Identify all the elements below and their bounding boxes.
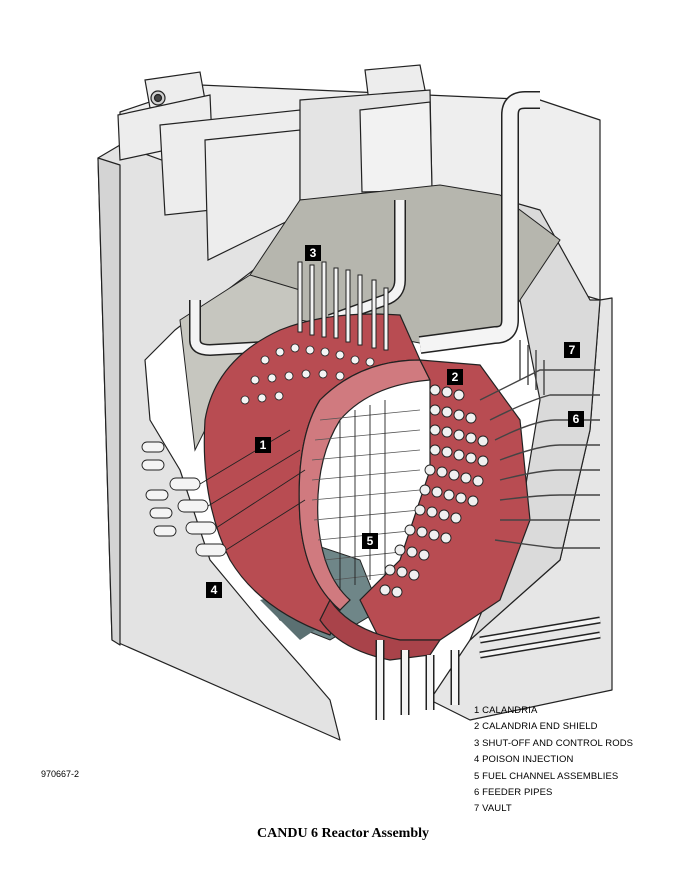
legend-item-control-rods: 3 SHUT-OFF AND CONTROL RODS — [474, 737, 634, 749]
vent-pipe — [189, 91, 540, 357]
legend-item-fuel-channels: 5 FUEL CHANNEL ASSEMBLIES — [474, 770, 619, 782]
callout-3: 3 — [305, 245, 321, 261]
core-guide-tubes — [339, 400, 386, 590]
document-number: 970667-2 — [41, 769, 80, 779]
legend-item-poison-injection: 4 POISON INJECTION — [474, 754, 574, 766]
callout-6: 6 — [568, 411, 584, 427]
calandria — [203, 313, 531, 661]
callout-5: 5 — [362, 533, 378, 549]
callout-1: 1 — [255, 437, 271, 453]
legend-item-calandria: 1 CALANDRIA — [474, 705, 538, 716]
legend-item-feeder-pipes: 6 FEEDER PIPES — [474, 787, 553, 799]
upper-structure — [117, 64, 433, 261]
legend: 1 CALANDRIA 2 CALANDRIA END SHIELD 3 SHU… — [474, 703, 633, 818]
callout-7: 7 — [564, 342, 580, 358]
callout-2: 2 — [447, 369, 463, 385]
top-fittings — [240, 343, 375, 405]
control-rods — [297, 261, 389, 351]
legend-item-end-shield: 2 CALANDRIA END SHIELD — [474, 721, 598, 733]
fuel-channel-ends — [379, 384, 489, 598]
callout-4: 4 — [206, 582, 222, 598]
legend-item-vault: 7 VAULT — [474, 803, 512, 815]
feeder-pipes — [479, 340, 600, 549]
lower-piping — [375, 616, 601, 720]
figure-caption: CANDU 6 Reactor Assembly — [257, 826, 429, 841]
poison-injection-nozzles — [141, 429, 306, 557]
